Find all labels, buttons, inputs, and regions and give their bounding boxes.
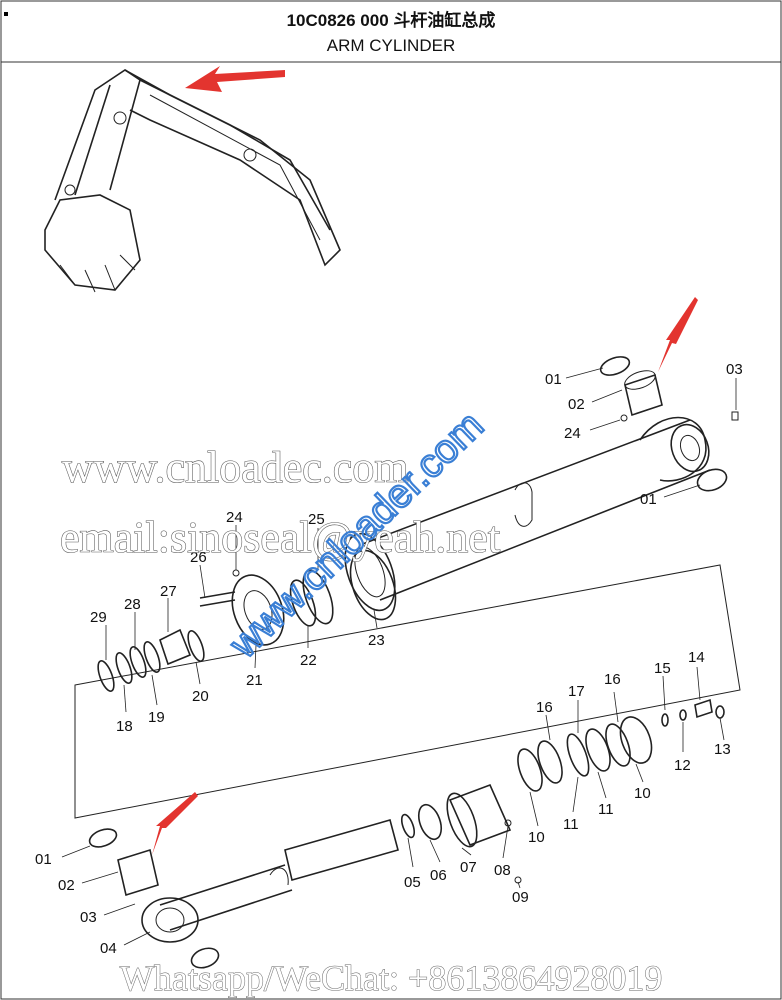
callout-05: 05 (404, 874, 421, 891)
rod-assembly-frame (74, 564, 741, 819)
callout-22: 22 (300, 652, 317, 669)
callout-01-lower: 01 (35, 851, 52, 868)
callout-03-lower: 03 (80, 909, 97, 926)
callout-27: 27 (160, 583, 177, 600)
callout-18: 18 (116, 718, 133, 735)
callout-10-left: 10 (528, 829, 545, 846)
part-name-title: ARM CYLINDER (326, 36, 456, 55)
arrow-indicator-top (185, 66, 285, 92)
cylinder-head-parts (97, 549, 397, 692)
callout-11-right: 11 (598, 801, 614, 818)
callout-11-left: 11 (563, 816, 579, 833)
callout-19: 19 (148, 709, 165, 726)
callout-24-upper: 24 (564, 425, 581, 442)
callout-03-upper: 03 (726, 361, 743, 378)
callout-15: 15 (654, 660, 671, 677)
callout-28: 28 (124, 596, 141, 613)
callout-06: 06 (430, 867, 447, 884)
callout-16-right: 16 (604, 671, 621, 688)
callout-08: 08 (494, 862, 511, 879)
callout-02-lower: 02 (58, 877, 75, 894)
callout-13: 13 (714, 741, 731, 758)
callout-labels: 01 02 03 24 01 24 25 26 27 28 29 18 19 2… (35, 361, 743, 957)
excavator-arm-illustration (44, 69, 341, 293)
leader-lines (61, 367, 737, 946)
callout-01-right: 01 (640, 491, 657, 508)
callout-16-left: 16 (536, 699, 553, 716)
callout-14: 14 (688, 649, 705, 666)
callout-24-mid: 24 (226, 509, 243, 526)
callout-21: 21 (246, 672, 263, 689)
cylinder-tube-assembly (344, 356, 739, 612)
arrow-indicator-upper (658, 297, 698, 372)
arrow-indicator-lower (152, 792, 198, 855)
callout-09: 09 (512, 889, 529, 906)
callout-12: 12 (674, 757, 691, 774)
watermark-contact: Whatsapp/WeChat: +8613864928019 (120, 958, 662, 998)
watermark-email: email:sinoseal@yeah.net (60, 513, 500, 562)
callout-29: 29 (90, 609, 107, 626)
part-code-title: 10C0826 000 斗杆油缸总成 (286, 11, 496, 30)
callout-17: 17 (568, 683, 585, 700)
callout-01-upper: 01 (545, 371, 562, 388)
callout-02-upper: 02 (568, 396, 585, 413)
piston-rod-assembly (88, 698, 725, 969)
callout-04: 04 (100, 940, 117, 957)
callout-07: 07 (460, 859, 477, 876)
callout-20: 20 (192, 688, 209, 705)
callout-23: 23 (368, 632, 385, 649)
callout-10-right: 10 (634, 785, 651, 802)
callout-26: 26 (190, 549, 207, 566)
watermark-site: www.cnloadec.com (62, 443, 409, 492)
callout-25: 25 (308, 511, 325, 528)
bullet-mark (4, 12, 8, 16)
